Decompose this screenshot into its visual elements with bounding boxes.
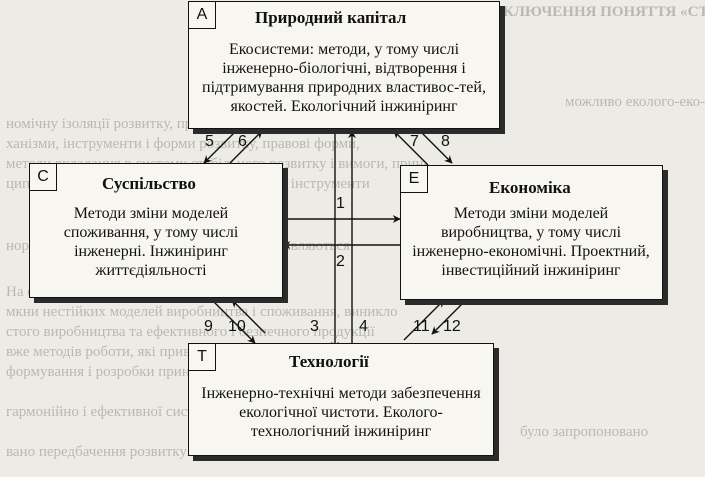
arrow-label-10: 10 <box>228 318 246 335</box>
arrow-label-8: 8 <box>441 133 450 150</box>
box-body: Методи зміни моделей виробництва, у тому… <box>412 205 650 279</box>
arrow-5 <box>203 128 239 164</box>
arrow-label-9: 9 <box>204 318 213 335</box>
background-text-line: можливо еколого-еко- <box>565 94 705 110</box>
arrow-label-6: 6 <box>238 133 247 150</box>
arrow-7 <box>393 130 429 166</box>
arrow-label-1: 1 <box>336 195 345 212</box>
box-tag-e: Е <box>401 166 428 193</box>
arrow-label-2: 2 <box>336 253 345 270</box>
arrow-label-4: 4 <box>359 318 368 335</box>
box-tag-a: А <box>189 2 216 29</box>
box-body: Інженерно-технічні методи забезпечення е… <box>201 385 481 440</box>
box-body: Екосистеми: методи, у тому числі інженер… <box>202 41 486 115</box>
box-society: С Суспільство Методи зміни моделей спожи… <box>29 163 283 298</box>
arrow-label-3: 3 <box>310 318 319 335</box>
background-text-line: вано передбачення розвитку людства <box>6 444 243 460</box>
box-title: Економіка <box>489 178 571 197</box>
box-title: Суспільство <box>102 174 196 193</box>
background-text-line: 1.8. НЕКЛЮЧЕННЯ ПОНЯТТЯ «СТАЛОГО РОЗВИТК… <box>455 4 705 20</box>
arrow-label-7: 7 <box>410 133 419 150</box>
arrow-6 <box>229 130 263 164</box>
box-economy: Е Економіка Методи зміни моделей виробни… <box>400 165 663 300</box>
background-text-line: мкни нестійких моделей виробництва і спо… <box>6 304 398 320</box>
arrow-12 <box>431 301 465 335</box>
arrow-11 <box>403 299 445 341</box>
box-technology: Т Технології Інженерно-технічні методи з… <box>188 343 494 456</box>
arrow-label-12: 12 <box>443 318 461 335</box>
arrow-label-11: 11 <box>413 318 430 335</box>
arrow-10 <box>231 299 266 334</box>
background-text-line: стого виробництва та ефективного і безпе… <box>6 324 375 340</box>
box-natural-capital: А Природний капітал Екосистеми: методи, … <box>188 1 500 129</box>
box-body: Методи зміни моделей споживання, у тому … <box>63 205 239 279</box>
background-text-line: ханізми, інструменти і форми розвитку, п… <box>6 136 360 152</box>
arrow-label-5: 5 <box>205 133 214 150</box>
arrow-9 <box>209 297 256 344</box>
box-tag-c: С <box>30 164 57 191</box>
box-title: Технології <box>289 352 369 371</box>
box-tag-t: Т <box>189 344 216 371</box>
background-text-line: було запропоновано <box>520 424 649 440</box>
box-title: Природний капітал <box>255 8 407 27</box>
arrow-8 <box>417 128 453 164</box>
